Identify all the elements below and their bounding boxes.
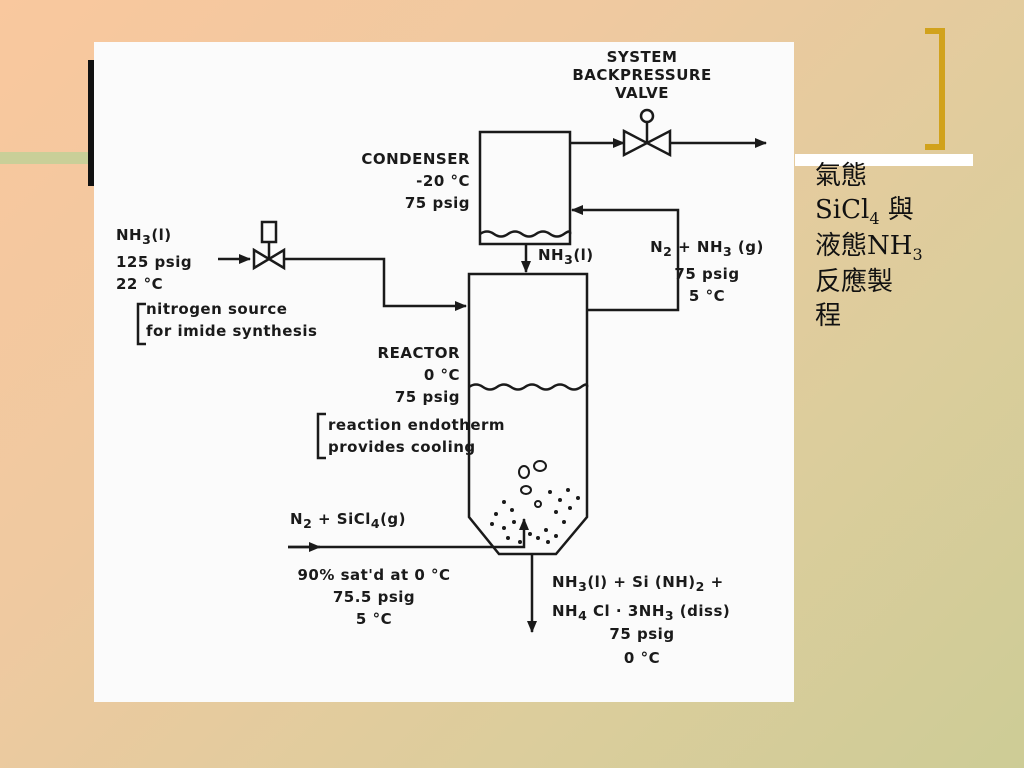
condenser-label: CONDENSER -20 °C 75 psig: [361, 150, 470, 212]
product-species: NH3(l) + Si (NH)2 + NH4 Cl · 3NH3 (diss): [552, 573, 731, 623]
gas-feed-line: [288, 518, 529, 549]
offgas-label: N2 + NH3 (g) 75 psig 5 °C: [650, 238, 764, 305]
reactor-vessel: [467, 272, 589, 556]
offgas-line: [571, 205, 680, 312]
condenser-liquid-level: [479, 230, 572, 238]
gas-feed-species: N2 + SiCl4(g): [290, 510, 407, 531]
backpressure-valve-label: SYSTEM BACKPRESSURE VALVE: [572, 48, 712, 102]
bubbles: [518, 460, 547, 508]
decor-stripe-left: [0, 152, 100, 164]
reactor-note: reaction endotherm provides cooling: [328, 416, 506, 456]
slide-caption: 氣態 SiCl4 與 液態NH3 反應製 程: [815, 161, 923, 331]
product-conditions: 75 psig 0 °C: [609, 625, 675, 667]
reactor-label: REACTOR 0 °C 75 psig: [377, 344, 460, 406]
particles: [490, 488, 580, 544]
process-diagram: SYSTEM BACKPRESSURE VALVE CONDENSER -20 …: [94, 42, 794, 702]
condenser-vessel: [478, 130, 572, 246]
nh3-feed-note: nitrogen source for imide synthesis: [146, 300, 318, 340]
decor-stripe-right: [795, 154, 973, 166]
reactor-liquid-level: [468, 383, 589, 391]
nh3-feed-label: NH3(l) 125 psig 22 °C: [116, 226, 193, 293]
decor-black-bar: [88, 60, 96, 186]
nh3-condensate-label: NH3(l): [538, 246, 594, 267]
diagram-lines: [136, 108, 767, 633]
gas-feed-conditions: 90% sat'd at 0 °C 75.5 psig 5 °C: [297, 566, 451, 628]
decor-bracket: [925, 28, 945, 150]
